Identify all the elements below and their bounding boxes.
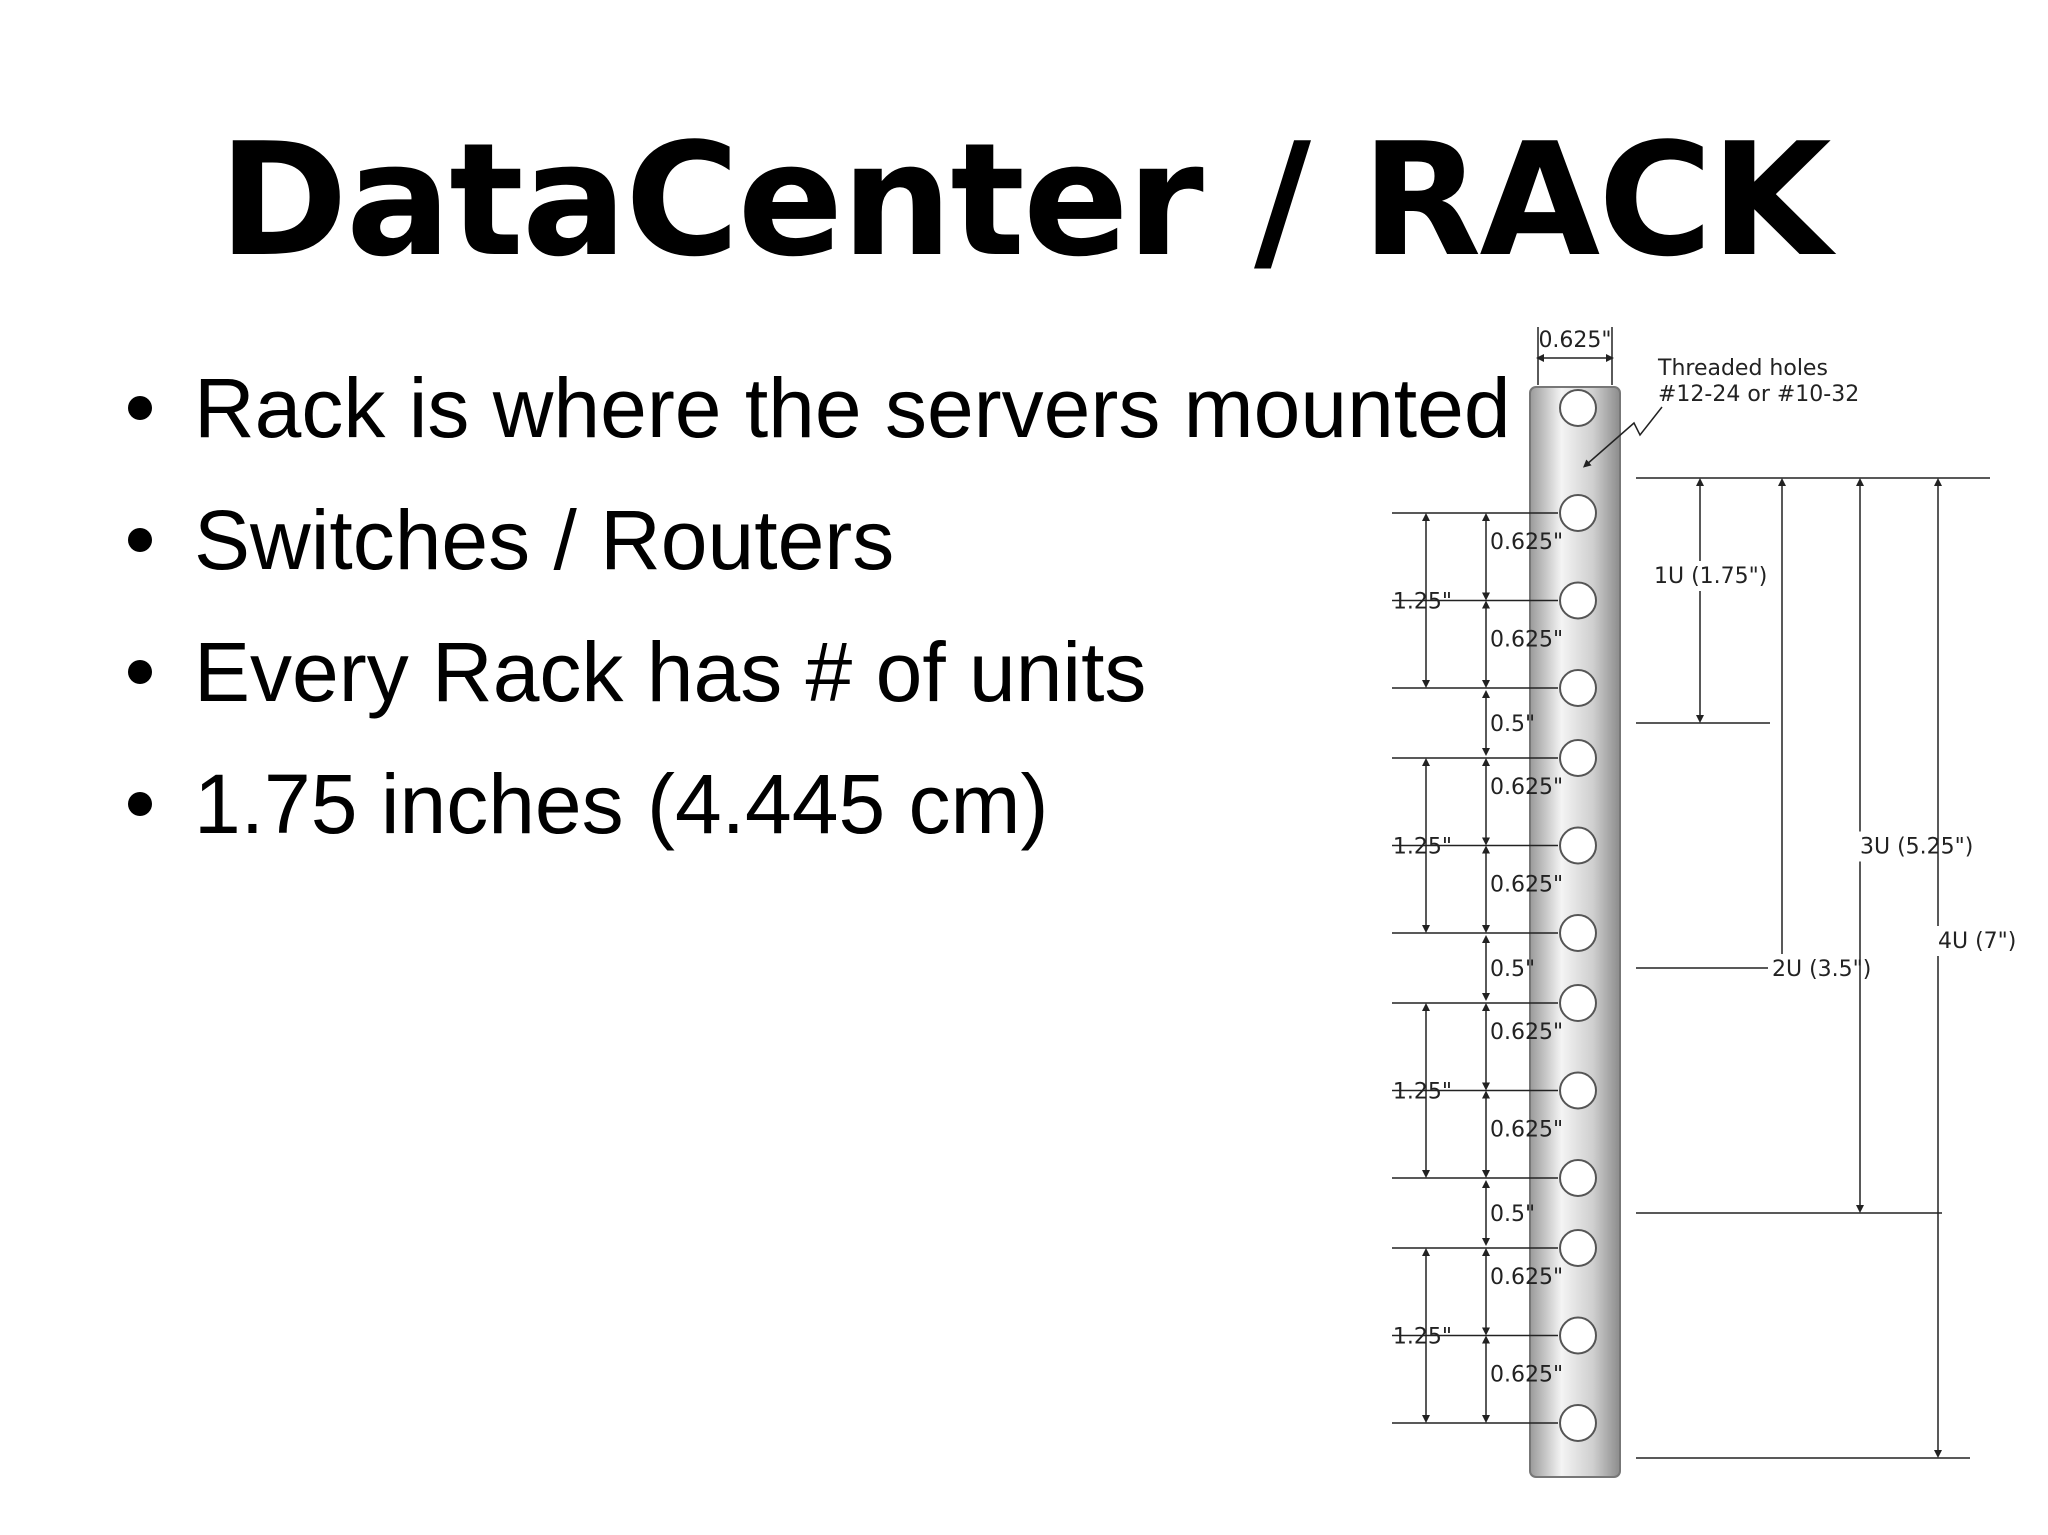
- rail-hole-icon: [1559, 494, 1597, 532]
- bullet-item: Switches / Routers: [120, 492, 1511, 624]
- rail-hole-icon: [1559, 1229, 1597, 1267]
- bullet-item: 1.75 inches (4.445 cm): [120, 756, 1511, 888]
- bullet-list: Rack is where the servers mounted Switch…: [120, 360, 1511, 888]
- rail-hole-icon: [1559, 669, 1597, 707]
- hole-spacing-label: 0.625": [1490, 1020, 1563, 1045]
- hole-spacing-label: 0.5": [1490, 957, 1535, 982]
- hole-spacing-label: 0.625": [1490, 1265, 1563, 1290]
- rail-hole-icon: [1559, 914, 1597, 952]
- unit-height-dimensions: 1U (1.75") 2U (3.5") 3U (5.25") 4U (7"): [1636, 477, 2020, 1459]
- rail-hole-icon: [1559, 1404, 1597, 1442]
- rail-holes: [1559, 389, 1597, 1442]
- unit-spacing-label: 1.25": [1393, 1080, 1452, 1105]
- hole-spacing-label: 0.5": [1490, 1202, 1535, 1227]
- slide-title: DataCenter / RACK: [218, 109, 1831, 291]
- rail-hole-icon: [1559, 389, 1597, 427]
- unit-spacing-label: 1.25": [1393, 1325, 1452, 1350]
- rack-rail-diagram: 0.625" Threaded holes #12-24 or #10-32 1…: [1392, 327, 2020, 1478]
- unit-height-label: 4U (7"): [1938, 929, 2016, 954]
- bullet-text: Every Rack has # of units: [194, 625, 1147, 719]
- unit-spacing-label: 1.25": [1393, 835, 1452, 860]
- rail-hole-icon: [1559, 739, 1597, 777]
- unit-height-label: 2U (3.5"): [1772, 957, 1871, 982]
- threaded-holes-label: Threaded holes: [1657, 356, 1828, 381]
- hole-spacing-label: 0.625": [1490, 627, 1563, 652]
- bullet-dot-icon: [128, 396, 152, 420]
- unit-height-label: 3U (5.25"): [1860, 835, 1973, 860]
- hole-spacing-label: 0.625": [1490, 872, 1563, 897]
- hole-spacing-label: 0.625": [1490, 1117, 1563, 1142]
- hole-spacing-label: 0.625": [1490, 530, 1563, 555]
- hole-spacing-label: 0.625": [1490, 775, 1563, 800]
- rail-hole-icon: [1559, 826, 1597, 865]
- hole-spacing-dimensions: 1.25" 0.625" 0.625" 0.5" 1.25" 0.625" 0.625" 0.…: [1392, 512, 1563, 1424]
- hole-spacing-label: 0.5": [1490, 712, 1535, 737]
- bullet-dot-icon: [128, 792, 152, 816]
- unit-height-label: 1U (1.75"): [1654, 564, 1767, 589]
- unit-spacing-label: 1.25": [1393, 590, 1452, 615]
- rail-hole-icon: [1559, 1159, 1597, 1197]
- threaded-holes-spec: #12-24 or #10-32: [1658, 382, 1859, 407]
- bullet-text: Switches / Routers: [194, 493, 895, 587]
- bullet-dot-icon: [128, 660, 152, 684]
- rail-hole-icon: [1559, 581, 1597, 620]
- rail-width-label: 0.625": [1538, 328, 1611, 353]
- rail-hole-icon: [1559, 1071, 1597, 1110]
- bullet-dot-icon: [128, 528, 152, 552]
- bullet-text: 1.75 inches (4.445 cm): [194, 757, 1049, 851]
- bullet-item: Every Rack has # of units: [120, 624, 1511, 756]
- bullet-text: Rack is where the servers mounted: [194, 361, 1511, 455]
- rail-hole-icon: [1559, 1316, 1597, 1355]
- hole-spacing-label: 0.625": [1490, 1362, 1563, 1387]
- rail-hole-icon: [1559, 984, 1597, 1022]
- bullet-item: Rack is where the servers mounted: [120, 360, 1511, 492]
